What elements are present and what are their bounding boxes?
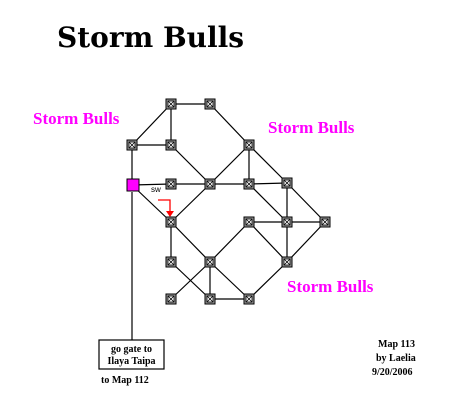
map-title: Storm Bulls	[57, 21, 244, 54]
region-label-storm-bulls-south: Storm Bulls	[287, 277, 374, 296]
credit-map-number: Map 113	[378, 339, 415, 350]
corridor-line	[209, 103, 250, 146]
corridor-line	[248, 221, 288, 263]
corridor-line	[209, 221, 250, 263]
region-label-storm-bulls-east: Storm Bulls	[268, 118, 355, 137]
corridor-line	[170, 183, 211, 223]
region-label-storm-bulls-west: Storm Bulls	[33, 109, 120, 128]
crossed-box-icon[interactable]	[281, 177, 293, 189]
crossed-box-icon[interactable]	[204, 98, 216, 110]
crossed-box-icon[interactable]	[165, 216, 177, 228]
crossed-box-icon[interactable]	[126, 139, 138, 151]
corridor-line	[248, 261, 288, 300]
credit-date: 9/20/2006	[372, 367, 413, 378]
crossed-box-icon[interactable]	[204, 178, 216, 190]
crossed-box-icon[interactable]	[165, 98, 177, 110]
corridor-line	[286, 182, 326, 223]
credit-author: by Laelia	[376, 353, 416, 364]
entrance-square-icon[interactable]	[126, 178, 140, 192]
corridor-line	[248, 182, 288, 185]
corridor-line	[170, 261, 211, 300]
corridor-line	[286, 221, 326, 263]
corridor-line	[248, 183, 288, 223]
crossed-box-icon[interactable]	[165, 178, 177, 190]
direction-label-sw: sw	[151, 185, 161, 194]
corridor-line	[170, 144, 211, 185]
sw-exit-arrow	[158, 199, 174, 217]
room-nodes	[126, 98, 331, 305]
crossed-box-icon[interactable]	[243, 293, 255, 305]
crossed-box-icon[interactable]	[243, 178, 255, 190]
crossed-box-icon[interactable]	[204, 293, 216, 305]
corridor-line	[209, 144, 250, 185]
corridor-line	[170, 221, 211, 263]
corridor-line	[209, 261, 250, 300]
crossed-box-icon[interactable]	[165, 139, 177, 151]
crossed-box-icon[interactable]	[319, 216, 331, 228]
crossed-box-icon[interactable]	[204, 256, 216, 268]
gate-box-line1: go gate to	[111, 344, 152, 355]
corridor-lines	[131, 103, 326, 300]
corridor-line	[248, 144, 288, 184]
crossed-box-icon[interactable]	[165, 293, 177, 305]
crossed-box-icon[interactable]	[165, 256, 177, 268]
crossed-box-icon[interactable]	[281, 256, 293, 268]
crossed-box-icon[interactable]	[243, 139, 255, 151]
crossed-box-icon[interactable]	[243, 216, 255, 228]
gate-box[interactable]: go gate to Ilaya Taipa	[98, 339, 165, 370]
corridor-line	[131, 103, 172, 146]
crossed-box-icon[interactable]	[281, 216, 293, 228]
exit-to-map-label: to Map 112	[101, 375, 149, 386]
gate-box-line2: Ilaya Taipa	[107, 356, 155, 367]
